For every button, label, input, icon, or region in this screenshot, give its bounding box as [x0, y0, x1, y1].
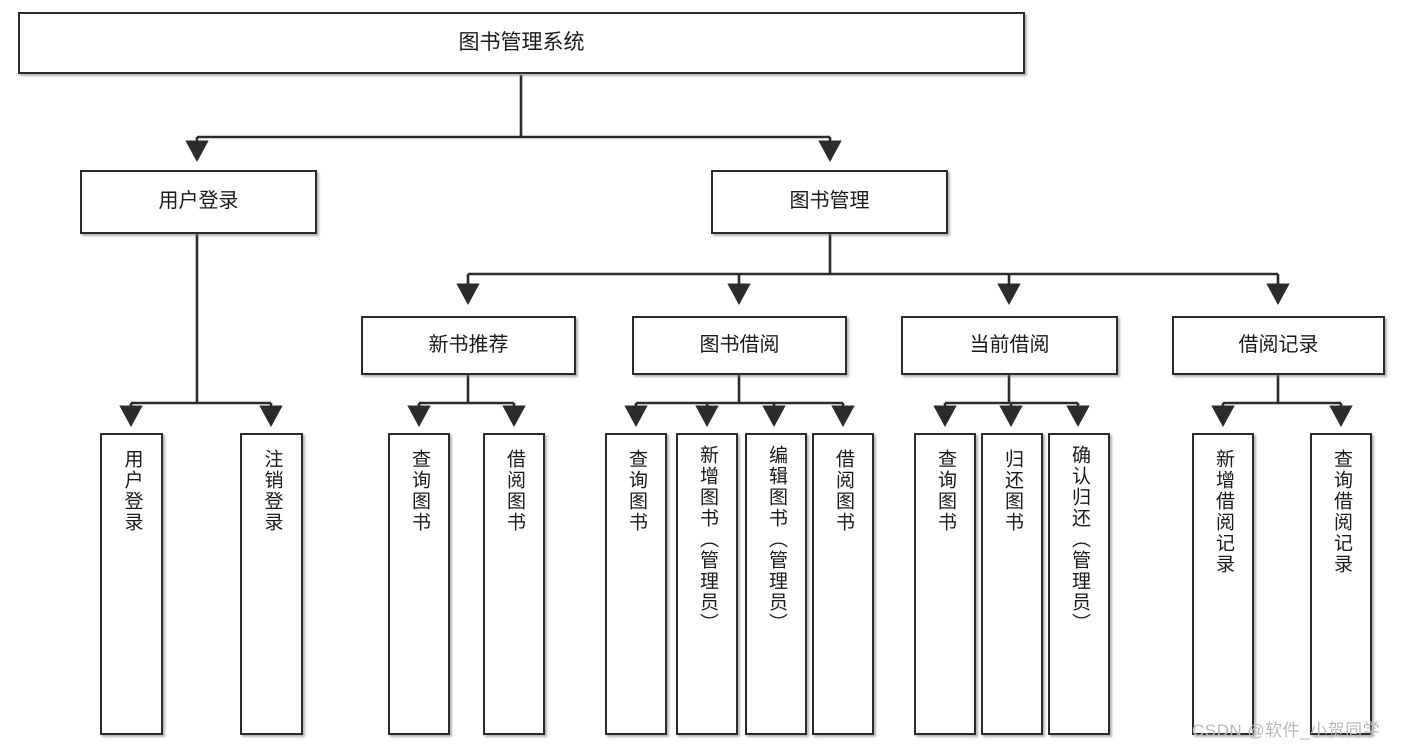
node-label: 新增借阅记录 — [1212, 449, 1234, 575]
node-label: 借阅记录 — [1238, 333, 1319, 356]
node-new-book-recommendation[interactable]: 新书推荐 — [361, 316, 576, 375]
node-label: 借阅图书 — [503, 449, 525, 533]
node-label: 新书推荐 — [428, 333, 509, 356]
leaf-query-book-current[interactable]: 查询图书 — [914, 433, 976, 735]
leaf-logout[interactable]: 注销登录 — [240, 433, 303, 735]
node-label: 借阅图书 — [832, 449, 854, 533]
node-book-management[interactable]: 图书管理 — [711, 170, 948, 234]
leaf-borrow-book-new[interactable]: 借阅图书 — [483, 433, 545, 735]
csdn-watermark: CSDN @软件_小贺同学 — [1192, 721, 1381, 740]
node-book-borrowing[interactable]: 图书借阅 — [632, 316, 847, 375]
node-label: 编辑图书（管理员） — [765, 445, 787, 634]
node-label: 查询图书 — [408, 449, 430, 533]
node-label: 图书管理系统 — [458, 30, 585, 54]
leaf-add-book-admin[interactable]: 新增图书（管理员） — [676, 433, 738, 735]
leaf-confirm-return-admin[interactable]: 确认归还（管理员） — [1048, 433, 1110, 735]
node-label: 查询图书 — [625, 449, 647, 533]
leaf-query-book-new[interactable]: 查询图书 — [388, 433, 450, 735]
leaf-query-book-borrow[interactable]: 查询图书 — [605, 433, 667, 735]
leaf-user-login[interactable]: 用户登录 — [100, 433, 163, 735]
node-user-login[interactable]: 用户登录 — [80, 170, 317, 234]
node-label: 查询借阅记录 — [1330, 449, 1352, 575]
node-label: 用户登录 — [121, 449, 143, 533]
leaf-borrow-book-borrow[interactable]: 借阅图书 — [812, 433, 874, 735]
node-label: 确认归还（管理员） — [1068, 445, 1090, 634]
node-label: 新增图书（管理员） — [696, 445, 718, 634]
node-current-borrowing[interactable]: 当前借阅 — [901, 316, 1118, 375]
leaf-add-borrow-record[interactable]: 新增借阅记录 — [1192, 433, 1254, 735]
node-label: 用户登录 — [158, 190, 239, 213]
node-label: 归还图书 — [1001, 449, 1023, 533]
leaf-edit-book-admin[interactable]: 编辑图书（管理员） — [745, 433, 807, 735]
leaf-return-book[interactable]: 归还图书 — [981, 433, 1043, 735]
node-label: 图书管理 — [789, 190, 870, 213]
node-label: 注销登录 — [261, 449, 283, 533]
node-root-book-management-system[interactable]: 图书管理系统 — [18, 12, 1025, 74]
node-label: 图书借阅 — [699, 333, 780, 356]
leaf-query-borrow-record[interactable]: 查询借阅记录 — [1310, 433, 1372, 735]
node-borrowing-record[interactable]: 借阅记录 — [1172, 316, 1385, 375]
node-label: 查询图书 — [934, 449, 956, 533]
node-label: 当前借阅 — [969, 333, 1050, 356]
